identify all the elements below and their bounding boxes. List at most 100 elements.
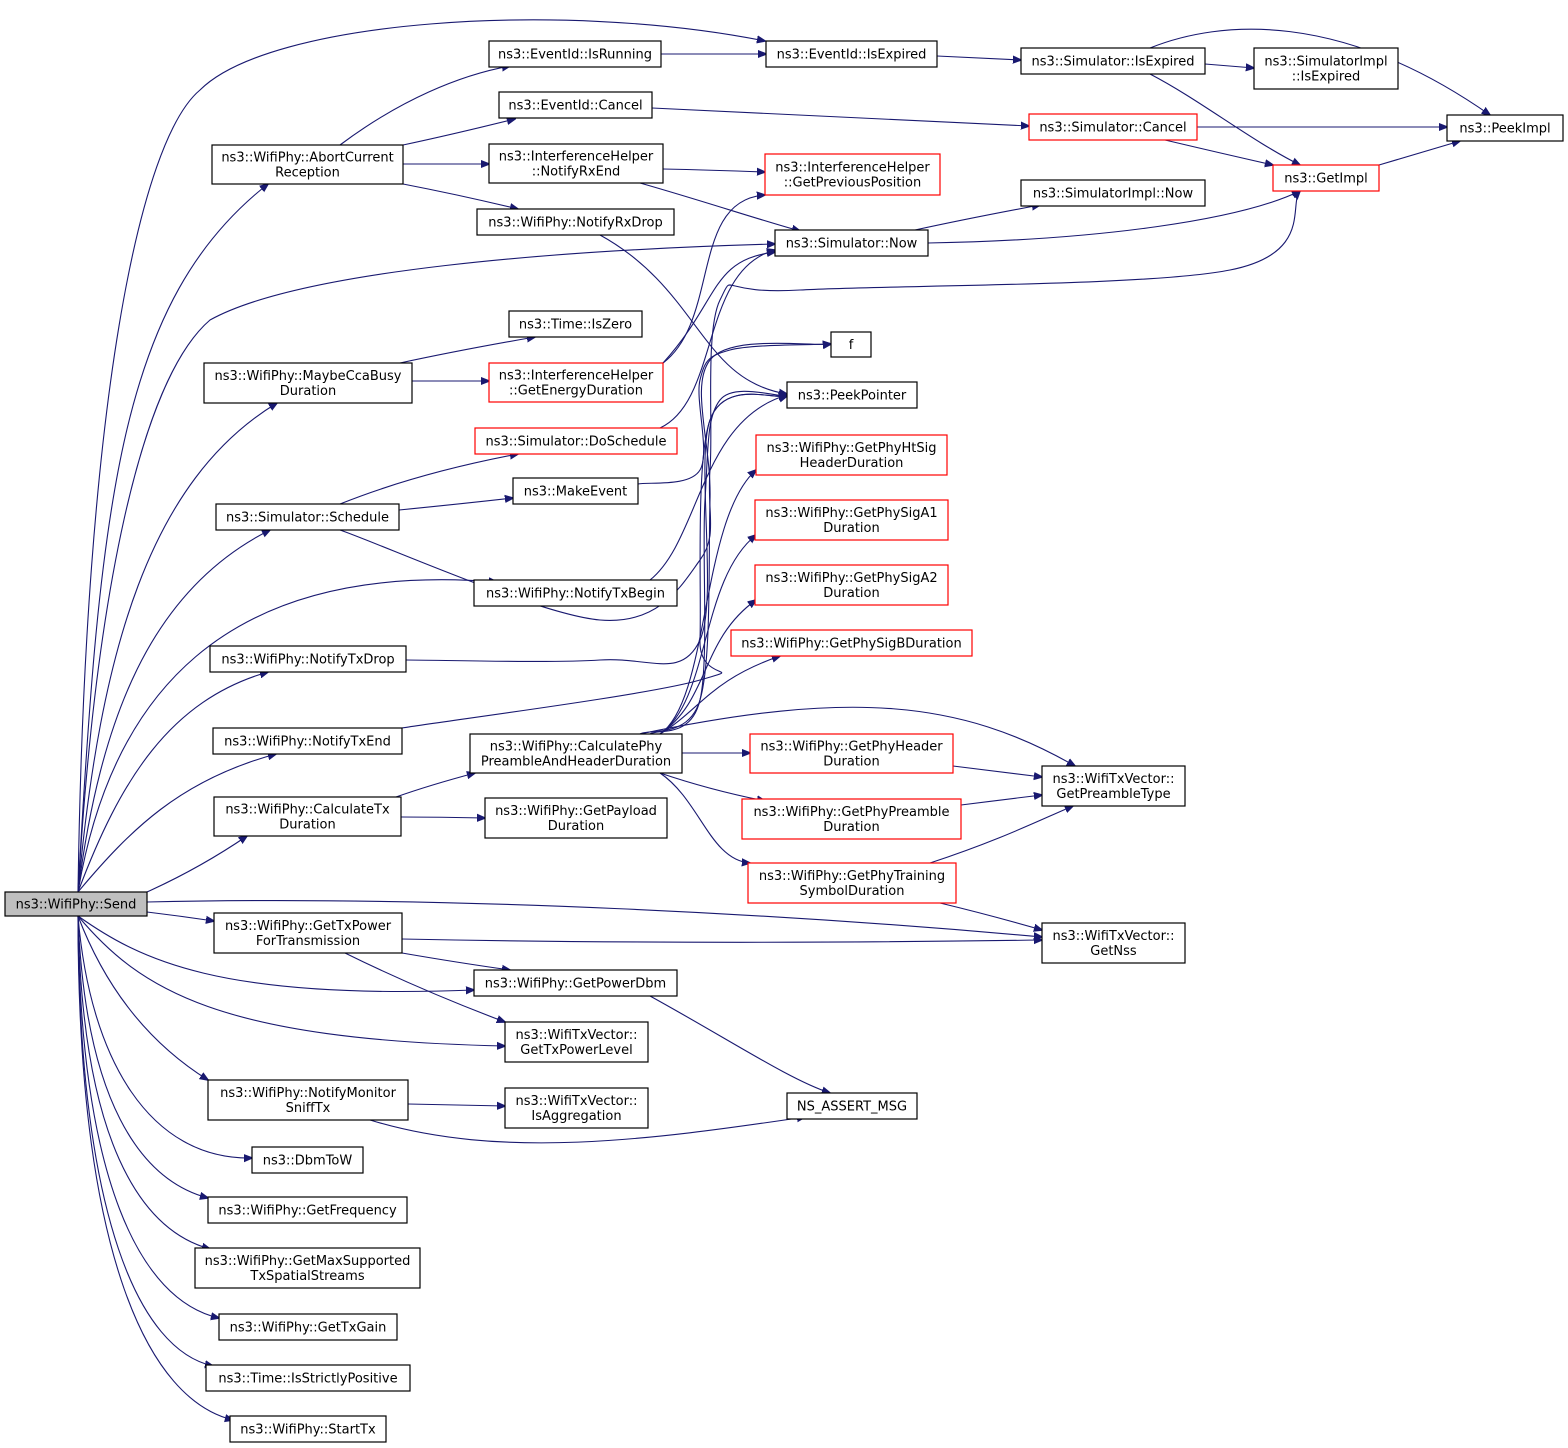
node-box[interactable] (215, 503, 400, 531)
node-box[interactable] (730, 629, 973, 657)
node-box[interactable] (741, 798, 962, 840)
node-send[interactable]: ns3::WifiPhy::Send (4, 891, 148, 917)
node-box[interactable] (755, 434, 948, 476)
node-notifytxdrop[interactable]: ns3::WifiPhy::NotifyTxDrop (209, 645, 407, 673)
node-gettxgain[interactable]: ns3::WifiPhy::GetTxGain (218, 1313, 398, 1341)
node-box[interactable] (765, 40, 938, 68)
node-box[interactable] (1020, 179, 1206, 207)
node-box[interactable] (1446, 114, 1564, 142)
node-simulatorimpl-isexpired[interactable]: ns3::SimulatorImpl::IsExpired (1253, 47, 1399, 90)
node-box[interactable] (1253, 47, 1399, 90)
node-box[interactable] (774, 229, 929, 257)
node-box[interactable] (213, 912, 403, 954)
node-simulator-isexpired[interactable]: ns3::Simulator::IsExpired (1020, 47, 1206, 75)
node-makeevent[interactable]: ns3::MakeEvent (512, 477, 639, 505)
node-box[interactable] (830, 331, 872, 358)
node-eventid-isrunning[interactable]: ns3::EventId::IsRunning (488, 40, 662, 68)
node-box[interactable] (488, 40, 662, 68)
node-box[interactable] (212, 727, 403, 755)
node-box[interactable] (205, 1364, 411, 1392)
node-box[interactable] (512, 477, 639, 505)
node-box[interactable] (207, 1079, 409, 1121)
node-box[interactable] (1272, 164, 1380, 192)
node-box[interactable] (251, 1146, 364, 1174)
node-eventid-cancel[interactable]: ns3::EventId::Cancel (498, 91, 653, 119)
node-peekimpl[interactable]: ns3::PeekImpl (1446, 114, 1564, 142)
node-box[interactable] (488, 143, 664, 184)
node-box[interactable] (1020, 47, 1206, 75)
node-getphytraining[interactable]: ns3::WifiPhy::GetPhyTrainingSymbolDurati… (747, 862, 957, 904)
node-notifytxbegin[interactable]: ns3::WifiPhy::NotifyTxBegin (473, 579, 678, 607)
node-isaggregation[interactable]: ns3::WifiTxVector::IsAggregation (504, 1087, 649, 1129)
node-simulator-now[interactable]: ns3::Simulator::Now (774, 229, 929, 257)
node-box[interactable] (508, 310, 643, 338)
node-box[interactable] (476, 208, 675, 236)
node-box[interactable] (4, 891, 148, 917)
node-ih-getpreviousposition[interactable]: ns3::InterferenceHelper::GetPreviousPosi… (764, 153, 941, 196)
node-ih-getenergyduration[interactable]: ns3::InterferenceHelper::GetEnergyDurati… (488, 362, 664, 403)
node-getimpl[interactable]: ns3::GetImpl (1272, 164, 1380, 192)
node-notifytxend[interactable]: ns3::WifiPhy::NotifyTxEnd (212, 727, 403, 755)
node-box[interactable] (786, 381, 918, 409)
node-simulatorimpl-now[interactable]: ns3::SimulatorImpl::Now (1020, 179, 1206, 207)
node-ih-notifyrxend[interactable]: ns3::InterferenceHelper::NotifyRxEnd (488, 143, 664, 184)
node-box[interactable] (498, 91, 653, 119)
node-box[interactable] (484, 797, 668, 839)
node-simulator-schedule[interactable]: ns3::Simulator::Schedule (215, 503, 400, 531)
node-starttx[interactable]: ns3::WifiPhy::StartTx (229, 1415, 387, 1443)
node-simulator-doschedule[interactable]: ns3::Simulator::DoSchedule (474, 427, 678, 455)
node-box[interactable] (754, 499, 949, 541)
node-eventid-isexpired[interactable]: ns3::EventId::IsExpired (765, 40, 938, 68)
node-box[interactable] (194, 1247, 421, 1289)
node-gettxpowerlevel[interactable]: ns3::WifiTxVector::GetTxPowerLevel (504, 1021, 649, 1063)
node-box[interactable] (504, 1087, 649, 1129)
node-box[interactable] (229, 1415, 387, 1443)
node-box[interactable] (1041, 922, 1186, 964)
node-box[interactable] (786, 1092, 918, 1120)
node-box[interactable] (218, 1313, 398, 1341)
node-box[interactable] (1028, 113, 1198, 141)
node-getnss[interactable]: ns3::WifiTxVector::GetNss (1041, 922, 1186, 964)
node-time-iszero[interactable]: ns3::Time::IsZero (508, 310, 643, 338)
node-box[interactable] (764, 153, 941, 196)
node-getpowerdbm[interactable]: ns3::WifiPhy::GetPowerDbm (473, 969, 678, 997)
node-box[interactable] (469, 733, 683, 774)
node-getfrequency[interactable]: ns3::WifiPhy::GetFrequency (207, 1196, 408, 1224)
node-box[interactable] (488, 362, 664, 403)
node-dbmtow[interactable]: ns3::DbmToW (251, 1146, 364, 1174)
node-box[interactable] (473, 579, 678, 607)
node-box[interactable] (747, 862, 957, 904)
node-f[interactable]: f (830, 331, 872, 358)
node-box[interactable] (213, 796, 402, 837)
node-peekpointer[interactable]: ns3::PeekPointer (786, 381, 918, 409)
node-getmaxsupported[interactable]: ns3::WifiPhy::GetMaxSupportedTxSpatialSt… (194, 1247, 421, 1289)
node-calcpreamble[interactable]: ns3::WifiPhy::CalculatePhyPreambleAndHea… (469, 733, 683, 774)
node-box[interactable] (473, 969, 678, 997)
node-isstrictlypositive[interactable]: ns3::Time::IsStrictlyPositive (205, 1364, 411, 1392)
node-ns-assert-msg[interactable]: NS_ASSERT_MSG (786, 1092, 918, 1120)
node-notifyrxdrop[interactable]: ns3::WifiPhy::NotifyRxDrop (476, 208, 675, 236)
node-box[interactable] (749, 733, 954, 774)
node-box[interactable] (209, 645, 407, 673)
node-box[interactable] (203, 362, 413, 404)
node-getsigb[interactable]: ns3::WifiPhy::GetPhySigBDuration (730, 629, 973, 657)
node-box[interactable] (211, 144, 404, 185)
node-box[interactable] (504, 1021, 649, 1063)
node-box[interactable] (1041, 765, 1186, 807)
node-box[interactable] (754, 564, 949, 606)
node-box[interactable] (474, 427, 678, 455)
node-box[interactable] (207, 1196, 408, 1224)
node-getpreambletype[interactable]: ns3::WifiTxVector::GetPreambleType (1041, 765, 1186, 807)
node-simulator-cancel[interactable]: ns3::Simulator::Cancel (1028, 113, 1198, 141)
